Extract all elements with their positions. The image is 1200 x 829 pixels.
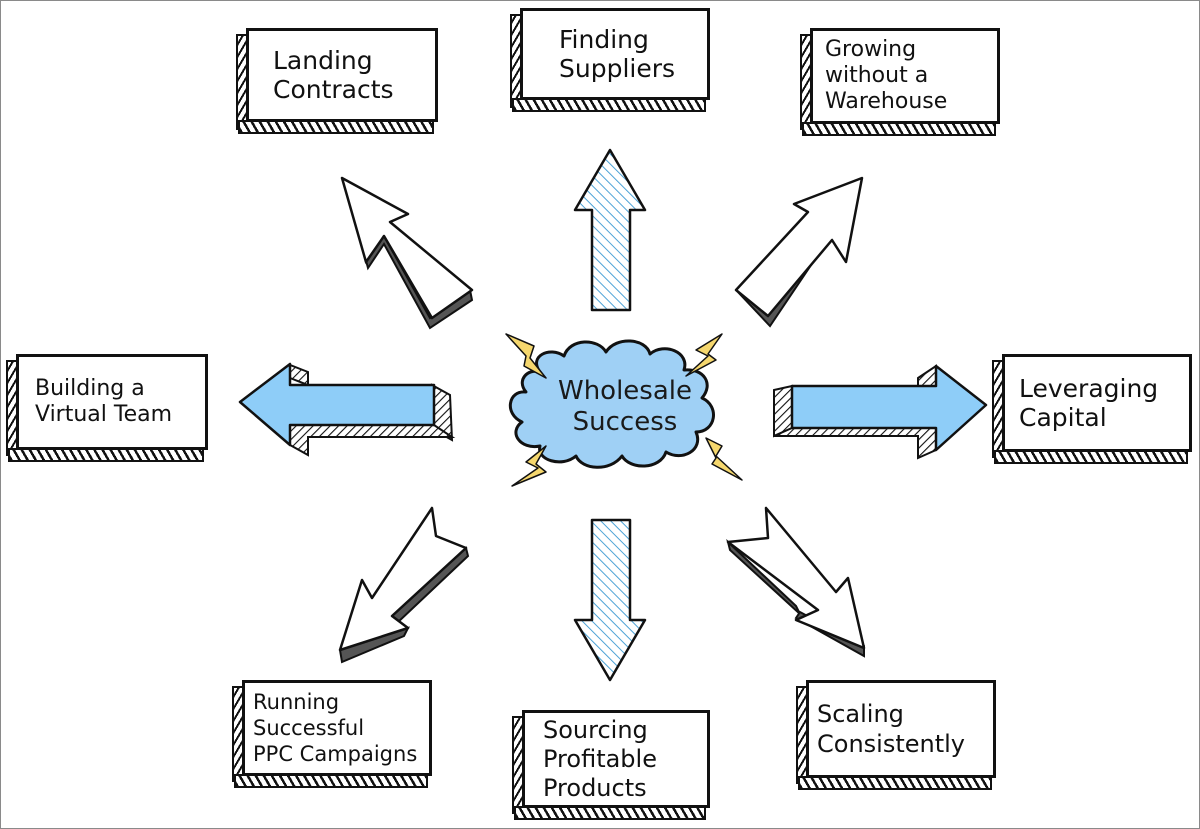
lightning-bolt-icon bbox=[685, 333, 723, 377]
arrow-left-building-virtual-team bbox=[238, 362, 456, 457]
arrow-down-right-scaling-consistently bbox=[726, 506, 866, 658]
node-label: Running Successful PPC Campaigns bbox=[253, 690, 418, 766]
arrow-right-leveraging-capital bbox=[773, 364, 988, 460]
node-label: Leveraging Capital bbox=[1019, 374, 1159, 432]
node-building-virtual-team: Building a Virtual Team bbox=[6, 354, 208, 464]
node-label: Growing without a Warehouse bbox=[825, 37, 948, 114]
node-running-ppc: Running Successful PPC Campaigns bbox=[232, 680, 432, 790]
arrow-up-left-landing-contracts bbox=[340, 176, 474, 330]
arrow-up-finding-suppliers bbox=[573, 148, 647, 312]
node-growing-without-warehouse: Growing without a Warehouse bbox=[800, 28, 1000, 138]
node-label: Sourcing Profitable Products bbox=[543, 715, 657, 802]
node-landing-contracts: Landing Contracts bbox=[236, 28, 438, 138]
lightning-bolt-icon bbox=[705, 437, 743, 481]
node-label: Scaling Consistently bbox=[817, 700, 965, 758]
arrow-down-left-running-ppc bbox=[338, 506, 470, 664]
node-scaling-consistently: Scaling Consistently bbox=[796, 680, 996, 792]
node-leveraging-capital: Leveraging Capital bbox=[992, 354, 1192, 466]
center-label: Wholesale Success bbox=[557, 376, 692, 437]
lightning-bolt-icon bbox=[511, 445, 547, 487]
lightning-bolt-icon bbox=[505, 333, 547, 379]
node-label: Finding Suppliers bbox=[559, 25, 676, 83]
node-label: Landing Contracts bbox=[273, 46, 394, 104]
arrow-down-sourcing-products bbox=[573, 518, 647, 682]
node-label: Building a Virtual Team bbox=[35, 376, 173, 427]
arrow-up-right-growing-without-warehouse bbox=[734, 176, 864, 328]
node-finding-suppliers: Finding Suppliers bbox=[510, 8, 710, 116]
node-sourcing-products: Sourcing Profitable Products bbox=[512, 710, 710, 822]
center-cloud bbox=[509, 339, 715, 469]
